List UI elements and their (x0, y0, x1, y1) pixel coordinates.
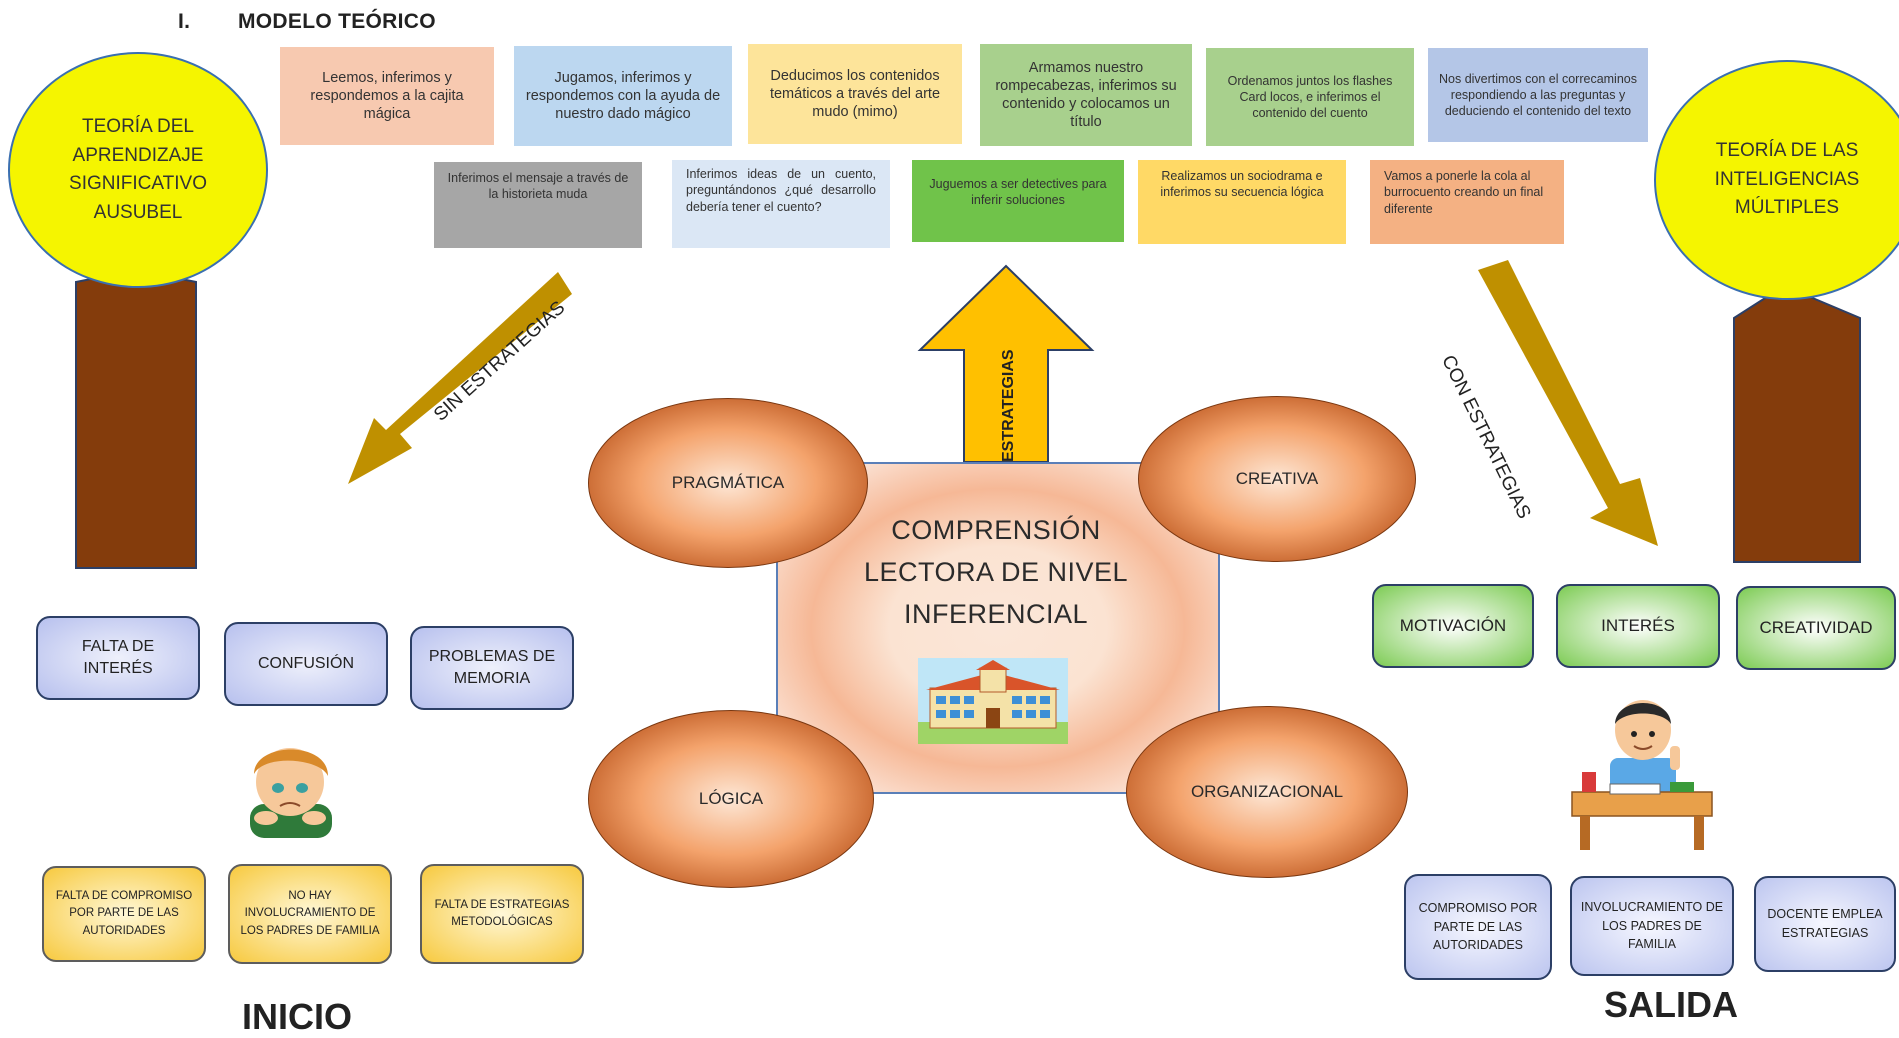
oval-pragmatica: PRAGMÁTICA (588, 398, 868, 568)
strategy-text: Leemos, inferimos y respondemos a la caj… (310, 69, 464, 123)
salida-outcome-3: CREATIVIDAD (1736, 586, 1896, 670)
inicio-cause-2: NO HAY INVOLUCRAMIENTO DE LOS PADRES DE … (228, 864, 392, 964)
strategy-box-5: Ordenamos juntos los flashes Card locos,… (1206, 48, 1414, 146)
theory-right-circle: TEORÍA DE LAS INTELIGENCIAS MÚLTIPLES (1654, 60, 1899, 300)
strategy-text: Jugamos, inferimos y respondemos con la … (525, 69, 721, 123)
inicio-problem-3: PROBLEMAS DE MEMORIA (410, 626, 574, 710)
oval-label: PRAGMÁTICA (671, 473, 785, 492)
section-number: I. (178, 10, 191, 33)
left-arrow-shape (348, 272, 572, 484)
inicio-label: INICIO (242, 996, 353, 1037)
inicio-problem-1: FALTA DE INTERÉS (36, 616, 200, 700)
strategy-text: Inferimos el mensaje a través de la hist… (447, 171, 629, 202)
strategy-box-2: Jugamos, inferimos y respondemos con la … (514, 46, 732, 146)
sad-child-icon (250, 748, 332, 838)
oval-label: ORGANIZACIONAL (1190, 782, 1344, 801)
pill-text: INVOLUCRAMIENTO DE LOS PADRES DE FAMILIA (1580, 899, 1724, 952)
pill-text: FALTA DE INTERÉS (81, 638, 155, 677)
salida-label: SALIDA (1604, 984, 1738, 1025)
strategy-box-1: Leemos, inferimos y respondemos a la caj… (280, 47, 494, 145)
pill-text: DOCENTE EMPLEA ESTRATEGIAS (1767, 907, 1883, 940)
pill-text: NO HAY INVOLUCRAMIENTO DE LOS PADRES DE … (240, 890, 380, 937)
pill-text: COMPROMISO POR PARTE DE LAS AUTORIDADES (1418, 900, 1538, 953)
oval-logica: LÓGICA (588, 710, 874, 888)
strategy-text: Juguemos a ser detectives para inferir s… (929, 177, 1107, 208)
inicio-cause-1: FALTA DE COMPROMISO POR PARTE DE LAS AUT… (42, 866, 206, 962)
salida-outcome-1: MOTIVACIÓN (1372, 584, 1534, 668)
theory-left-circle: TEORÍA DEL APRENDIZAJE SIGNIFICATIVO AUS… (8, 52, 268, 288)
section-heading: I. MODELO TEÓRICO (178, 10, 436, 34)
salida-action-3: DOCENTE EMPLEA ESTRATEGIAS (1754, 876, 1896, 972)
strategy-box-10: Realizamos un sociodrama e inferimos su … (1138, 160, 1346, 244)
strategy-box-11: Vamos a ponerle la cola al burrocuento c… (1370, 160, 1564, 244)
oval-label: LÓGICA (698, 789, 764, 808)
oval-organizacional: ORGANIZACIONAL (1126, 706, 1408, 878)
theory-right-text: TEORÍA DE LAS INTELIGENCIAS MÚLTIPLES (1714, 140, 1860, 219)
pill-text: MOTIVACIÓN (1399, 616, 1507, 635)
right-trunk (1733, 284, 1861, 563)
strategy-text: Nos divertimos con el correcaminos respo… (1439, 71, 1637, 119)
strategy-text: Armamos nuestro rompecabezas, inferimos … (995, 59, 1177, 131)
theory-left-text: TEORÍA DEL APRENDIZAJE SIGNIFICATIVO AUS… (69, 116, 207, 223)
student-at-desk-icon (1571, 700, 1713, 850)
salida-action-2: INVOLUCRAMIENTO DE LOS PADRES DE FAMILIA (1570, 876, 1734, 976)
pill-text: CREATIVIDAD (1759, 618, 1873, 637)
salida-action-1: COMPROMISO POR PARTE DE LAS AUTORIDADES (1404, 874, 1552, 980)
strategy-box-4: Armamos nuestro rompecabezas, inferimos … (980, 44, 1192, 146)
center-title: COMPRENSIÓN LECTORA DE NIVEL INFERENCIAL (863, 515, 1129, 629)
strategy-text: Deducimos los contenidos temáticos a tra… (769, 67, 941, 121)
pill-text: CONFUSIÓN (258, 655, 354, 673)
right-arrow-shape (1478, 260, 1658, 546)
pill-text: FALTA DE COMPROMISO POR PARTE DE LAS AUT… (55, 890, 193, 937)
up-arrow-label: ESTRATEGIAS (1000, 349, 1018, 462)
pill-text: PROBLEMAS DE MEMORIA (428, 648, 556, 687)
strategy-text: Vamos a ponerle la cola al burrocuento c… (1384, 169, 1544, 216)
strategy-text: Inferimos ideas de un cuento, preguntánd… (686, 167, 876, 214)
pill-text: INTERÉS (1601, 616, 1675, 635)
inicio-cause-3: FALTA DE ESTRATEGIAS METODOLÓGICAS (420, 864, 584, 964)
section-title: MODELO TEÓRICO (238, 10, 436, 33)
inicio-problem-2: CONFUSIÓN (224, 622, 388, 706)
left-trunk (75, 268, 197, 569)
strategy-text: Ordenamos juntos los flashes Card locos,… (1227, 73, 1393, 121)
strategy-box-6: Nos divertimos con el correcaminos respo… (1428, 48, 1648, 142)
oval-label: CREATIVA (1235, 469, 1319, 488)
oval-creativa: CREATIVA (1138, 396, 1416, 562)
strategy-box-3: Deducimos los contenidos temáticos a tra… (748, 44, 962, 144)
strategy-text: Realizamos un sociodrama e inferimos su … (1160, 169, 1324, 200)
school-icon (918, 658, 1068, 744)
strategy-box-8: Inferimos ideas de un cuento, preguntánd… (672, 160, 890, 248)
strategy-box-7: Inferimos el mensaje a través de la hist… (434, 162, 642, 248)
up-arrow-shape (917, 264, 1095, 463)
arrow-label-text: ESTRATEGIAS (1000, 349, 1017, 462)
salida-outcome-2: INTERÉS (1556, 584, 1720, 668)
pill-text: FALTA DE ESTRATEGIAS METODOLÓGICAS (434, 898, 570, 928)
strategy-box-9: Juguemos a ser detectives para inferir s… (912, 160, 1124, 242)
